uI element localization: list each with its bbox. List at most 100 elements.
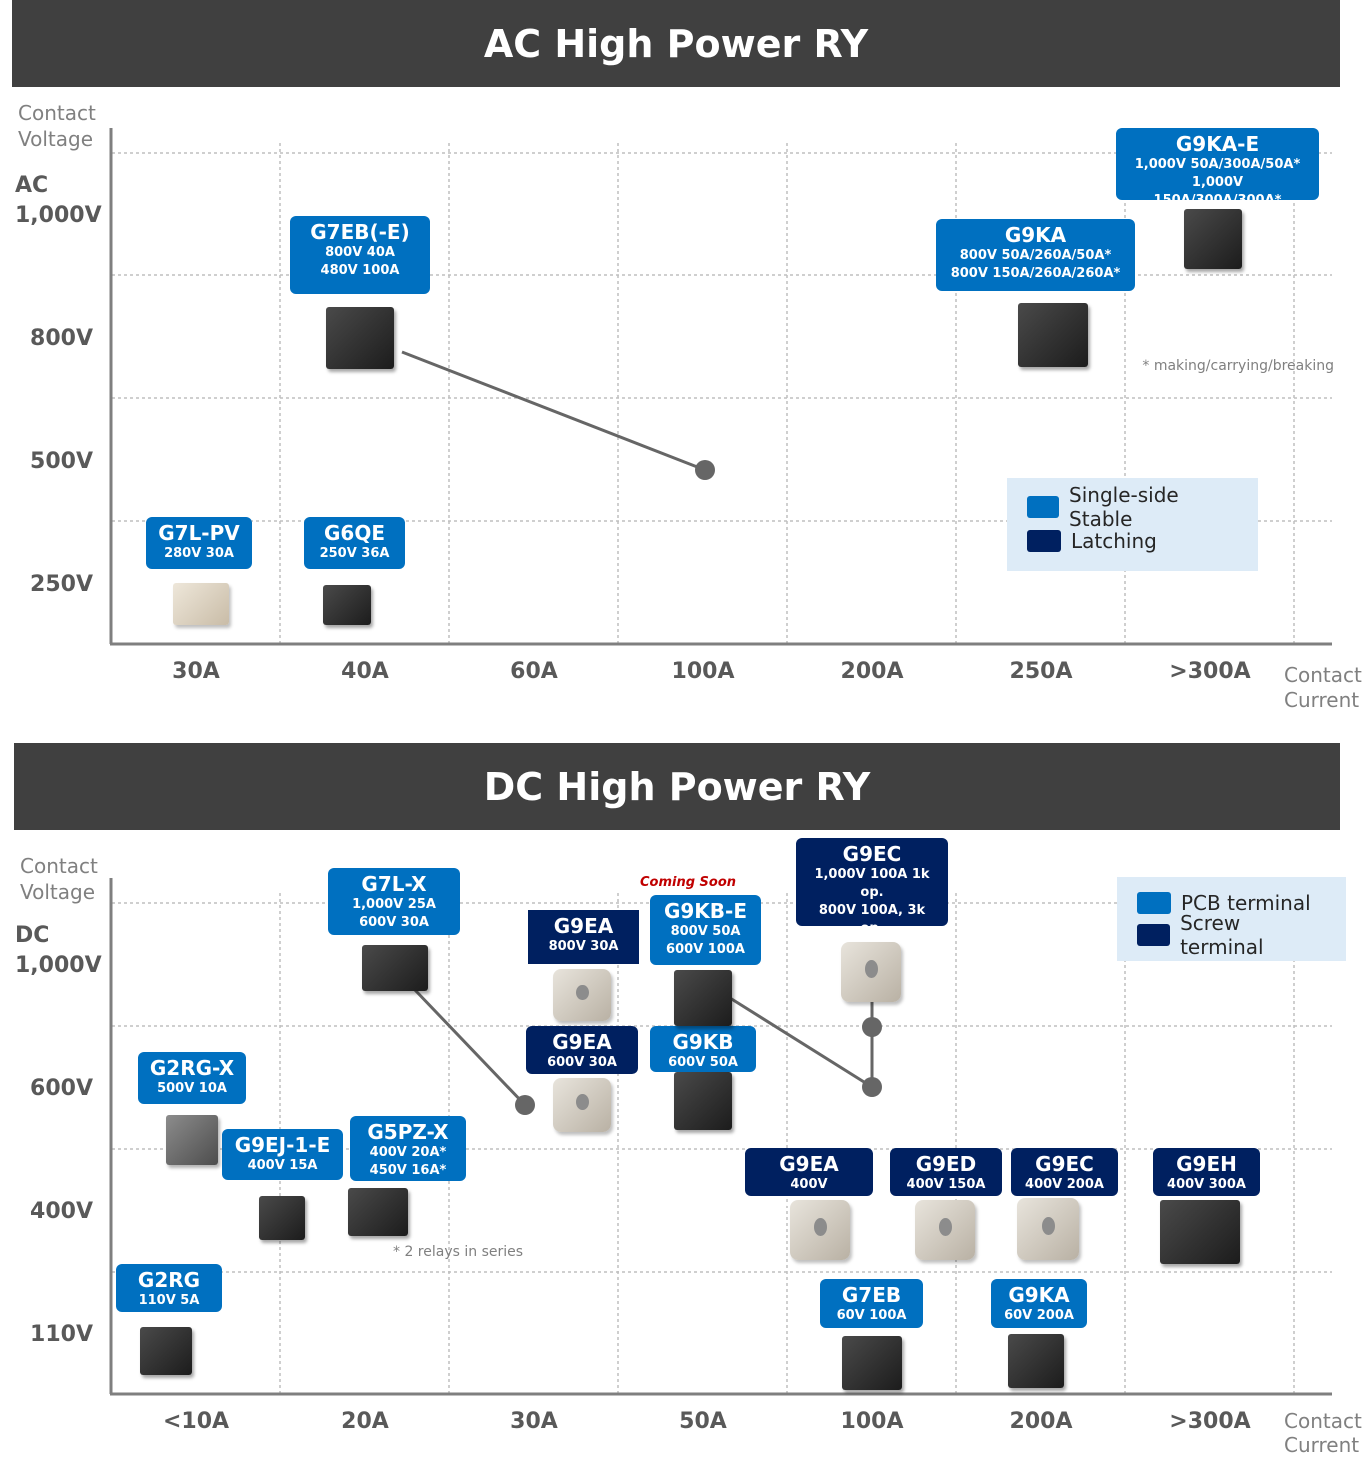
spec-label: 800V 100A, 3k op. [818,903,926,936]
ac-x-tick: 200A [841,659,904,684]
ac-x-tick: >300A [1169,659,1250,684]
model-label: G9EC [1035,1152,1094,1176]
ac-y-tick-1000: 1,000V [15,203,102,228]
ac-x-tick: 250A [1010,659,1073,684]
legend-item-screw-terminal: Screw terminal [1137,911,1326,959]
model-label: G9KA-E [1175,132,1260,156]
model-label: G9EJ-1-E [234,1133,331,1157]
ac-x-tick: 60A [510,659,558,684]
dc-point-g9ec-400v: G9EC 400V 200A [1011,1148,1118,1196]
g7eb-100a-point [695,460,715,480]
spec-label: 480V 100A [320,263,400,278]
dc-point-g2rg-x: G2RG-X 500V 10A [138,1052,246,1104]
dc-point-g9ec-high: G9EC 1,000V 100A 1k op. 800V 100A, 3k op… [796,838,948,972]
dc-point-g9kb-e: G9KB-E 800V 50A 600V 100A [650,895,761,965]
relay-image-g9ka-e [1184,209,1242,269]
model-label: G6QE [324,521,385,545]
dc-x-tick: 100A [841,1409,904,1434]
legend-swatch [1137,892,1171,914]
legend-item-latching: Latching [1027,524,1238,558]
relay-image-g7eb [326,307,394,369]
ac-point-g6qe: G6QE 250V 36A [304,517,405,569]
spec-label: 400V 20A* [369,1145,447,1160]
legend-label: Single-side Stable [1069,483,1179,531]
spec-label: 400V 150A [906,1177,986,1192]
model-label: G9KB-E [663,899,748,923]
dc-point-g7eb: G7EB 60V 100A [820,1279,923,1328]
relay-image-g9ej-1-e [259,1196,305,1240]
ac-x-tick: 40A [341,659,389,684]
relay-image-g7l-x [362,945,428,991]
relay-image-g9kb-e [674,970,732,1026]
g7lx-30a-point [515,1095,535,1115]
dc-point-g9kb: G9KB 600V 50A [650,1026,756,1072]
model-label: G7EB(-E) [310,220,410,244]
relay-image-g9ea-800v [553,969,611,1021]
spec-label: 800V 50A/260A/50A* [959,248,1112,263]
dc-y-tick-600: 600V [30,1076,93,1101]
relay-image-g2rg [140,1327,192,1375]
relay-image-g9ea-600v [553,1078,611,1132]
relay-image-g9ka [1008,1334,1064,1388]
dc-y-tick-110: 110V [30,1322,93,1347]
ac-point-g7eb: G7EB(-E) 800V 40A 480V 100A [290,216,430,294]
dc-point-g9ea-400v: G9EA 400V 60A/100A [745,1148,873,1210]
dc-point-g9ea-600v: G9EA 600V 30A [526,1026,638,1074]
relay-image-g7l-pv [173,583,229,625]
dc-x-tick: 20A [341,1409,389,1434]
relay-image-g6qe [323,585,371,625]
dc-point-g9eh: G9EH 400V 300A [1153,1148,1260,1196]
g9ec-800v-point [862,1017,882,1037]
dc-y-prefix: DC [15,923,49,948]
g7eb-connector-line [401,350,706,472]
ac-y-prefix: AC [15,173,48,198]
spec-label: 500V 10A [157,1081,227,1096]
model-label: G9KA [1004,223,1067,247]
legend-label: Latching [1071,529,1157,553]
relay-image-g9ka [1018,303,1088,367]
ac-x-axis-title-line2: Current [1284,688,1359,712]
coming-soon-label: Coming Soon [640,875,737,890]
spec-label: 110V 5A [138,1293,200,1308]
g9kbe-connector-line [729,996,873,1089]
relay-image-g7eb [842,1336,902,1390]
relay-image-g9ec-high [841,942,901,1002]
dc-footnote: * 2 relays in series [393,1244,523,1260]
relay-image-g9eh [1160,1200,1240,1264]
spec-label: 800V 30A [548,939,619,954]
dc-x-tick: 30A [510,1409,558,1434]
model-label: G9EA [779,1152,839,1176]
relay-image-g2rg-x [166,1115,218,1165]
spec-label: 600V 30A [547,1055,617,1070]
ac-y-tick-250: 250V [30,572,93,597]
model-label: G9EA [553,914,614,938]
spec-label: 1,000V 25A [352,897,436,912]
dc-legend: PCB terminal Screw terminal [1117,877,1346,961]
legend-label: PCB terminal [1181,891,1311,915]
ac-x-tick: 30A [172,659,220,684]
spec-label: 60V 200A [1004,1308,1074,1323]
ac-point-g9ka: G9KA 800V 50A/260A/50A* 800V 150A/260A/2… [936,219,1135,291]
spec-label: 250V 36A [319,546,390,561]
ac-y-tick-500: 500V [30,449,93,474]
legend-swatch [1027,496,1060,518]
dc-y-axis-title-line1: Contact [20,854,98,878]
ac-point-g9ka-e: G9KA-E 1,000V 50A/300A/50A* 1,000V 150A/… [1116,128,1319,208]
model-label: G9EH [1176,1152,1237,1176]
ac-x-axis-title-line1: Contact [1284,663,1362,687]
legend-swatch [1027,530,1061,552]
dc-y-tick-400: 400V [30,1199,93,1224]
spec-label: 1,000V 100A 1k op. [814,867,930,900]
relay-image-g9ea-400v [790,1200,850,1260]
dc-point-g9ka: G9KA 60V 200A [991,1279,1087,1328]
legend-item-single-side-stable: Single-side Stable [1027,483,1238,531]
spec-label: 450V 16A* [369,1163,447,1178]
dc-chart-title: DC High Power RY [14,743,1340,830]
dc-point-g9ed: G9ED 400V 150A [890,1148,1002,1196]
ac-point-g7l-pv: G7L-PV 280V 30A [146,517,252,569]
dc-point-g9ej-1-e: G9EJ-1-E 400V 15A [222,1129,343,1180]
spec-label: 60V 100A [836,1308,907,1323]
g9ec-600v-point [862,1077,882,1097]
model-label: G2RG-X [149,1056,235,1080]
model-label: G9EC [842,842,902,866]
